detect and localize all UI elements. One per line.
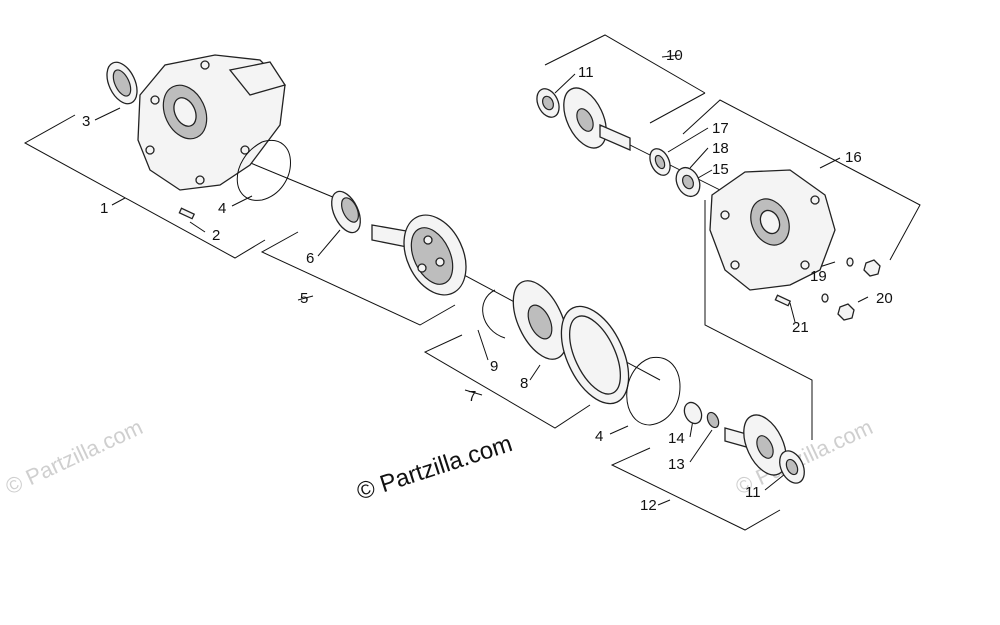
- callout-8: 8: [520, 375, 528, 392]
- callout-14: 14: [668, 430, 685, 447]
- callout-4-upper: 4: [218, 200, 226, 217]
- part-16-rear-housing: [709, 169, 836, 291]
- callout-21: 21: [792, 319, 809, 336]
- callout-9: 9: [490, 358, 498, 375]
- part-10-gear-shaft: [563, 87, 631, 151]
- leader-lines: [94, 54, 869, 506]
- part-20-nuts: [837, 259, 881, 321]
- callout-15: 15: [712, 161, 729, 178]
- part-2-pin: [178, 207, 196, 220]
- callout-6: 6: [306, 250, 314, 267]
- callout-16: 16: [845, 149, 862, 166]
- callout-13: 13: [668, 456, 685, 473]
- part-6-bearing: [331, 190, 361, 234]
- group-bracket-10: [544, 34, 706, 124]
- part-8-sprocket: [512, 280, 568, 360]
- part-17-seal: [649, 148, 671, 176]
- callout-20: 20: [876, 290, 893, 307]
- callout-19: 19: [810, 268, 827, 285]
- callout-7: 7: [468, 388, 476, 405]
- part-11-bearing-lower: [779, 450, 805, 484]
- part-13-washer: [706, 411, 720, 429]
- callout-17: 17: [712, 120, 729, 137]
- partzilla-credit: © Partzilla.com: [354, 430, 516, 506]
- part-18-bearing: [675, 166, 701, 198]
- group-bracket-5: [260, 231, 456, 326]
- callout-18: 18: [712, 140, 729, 157]
- group-bracket-1: [23, 114, 266, 259]
- callout-4-lower: 4: [595, 428, 603, 445]
- part-7-ring-gear: [560, 305, 630, 405]
- callout-12: 12: [640, 497, 657, 514]
- callout-3: 3: [82, 113, 90, 130]
- part-14-bearing: [683, 401, 703, 425]
- callout-1: 1: [100, 200, 108, 217]
- group-bracket-12: [610, 447, 781, 531]
- callout-10: 10: [666, 47, 683, 64]
- part-11-bearing-upper: [536, 88, 560, 118]
- callout-2: 2: [212, 227, 220, 244]
- callout-11-lower: 11: [745, 484, 761, 501]
- callout-5: 5: [300, 290, 308, 307]
- part-1-front-housing: [137, 54, 287, 191]
- part-19-washers: [821, 257, 854, 303]
- part-12-gear-shaft: [724, 414, 787, 476]
- callout-11-upper: 11: [578, 64, 594, 81]
- part-4-snap-ring-upper: [236, 139, 291, 201]
- part-21-bolt: [774, 294, 792, 307]
- watermark-left: © Partzilla.com: [2, 414, 147, 499]
- part-4-snap-ring-lower: [626, 356, 681, 426]
- group-bracket-7: [423, 334, 591, 429]
- part-9-clip: [482, 289, 506, 339]
- part-5-drum-shaft: [371, 214, 467, 296]
- group-bracket-16: [682, 99, 921, 440]
- part-3-seal: [106, 61, 138, 105]
